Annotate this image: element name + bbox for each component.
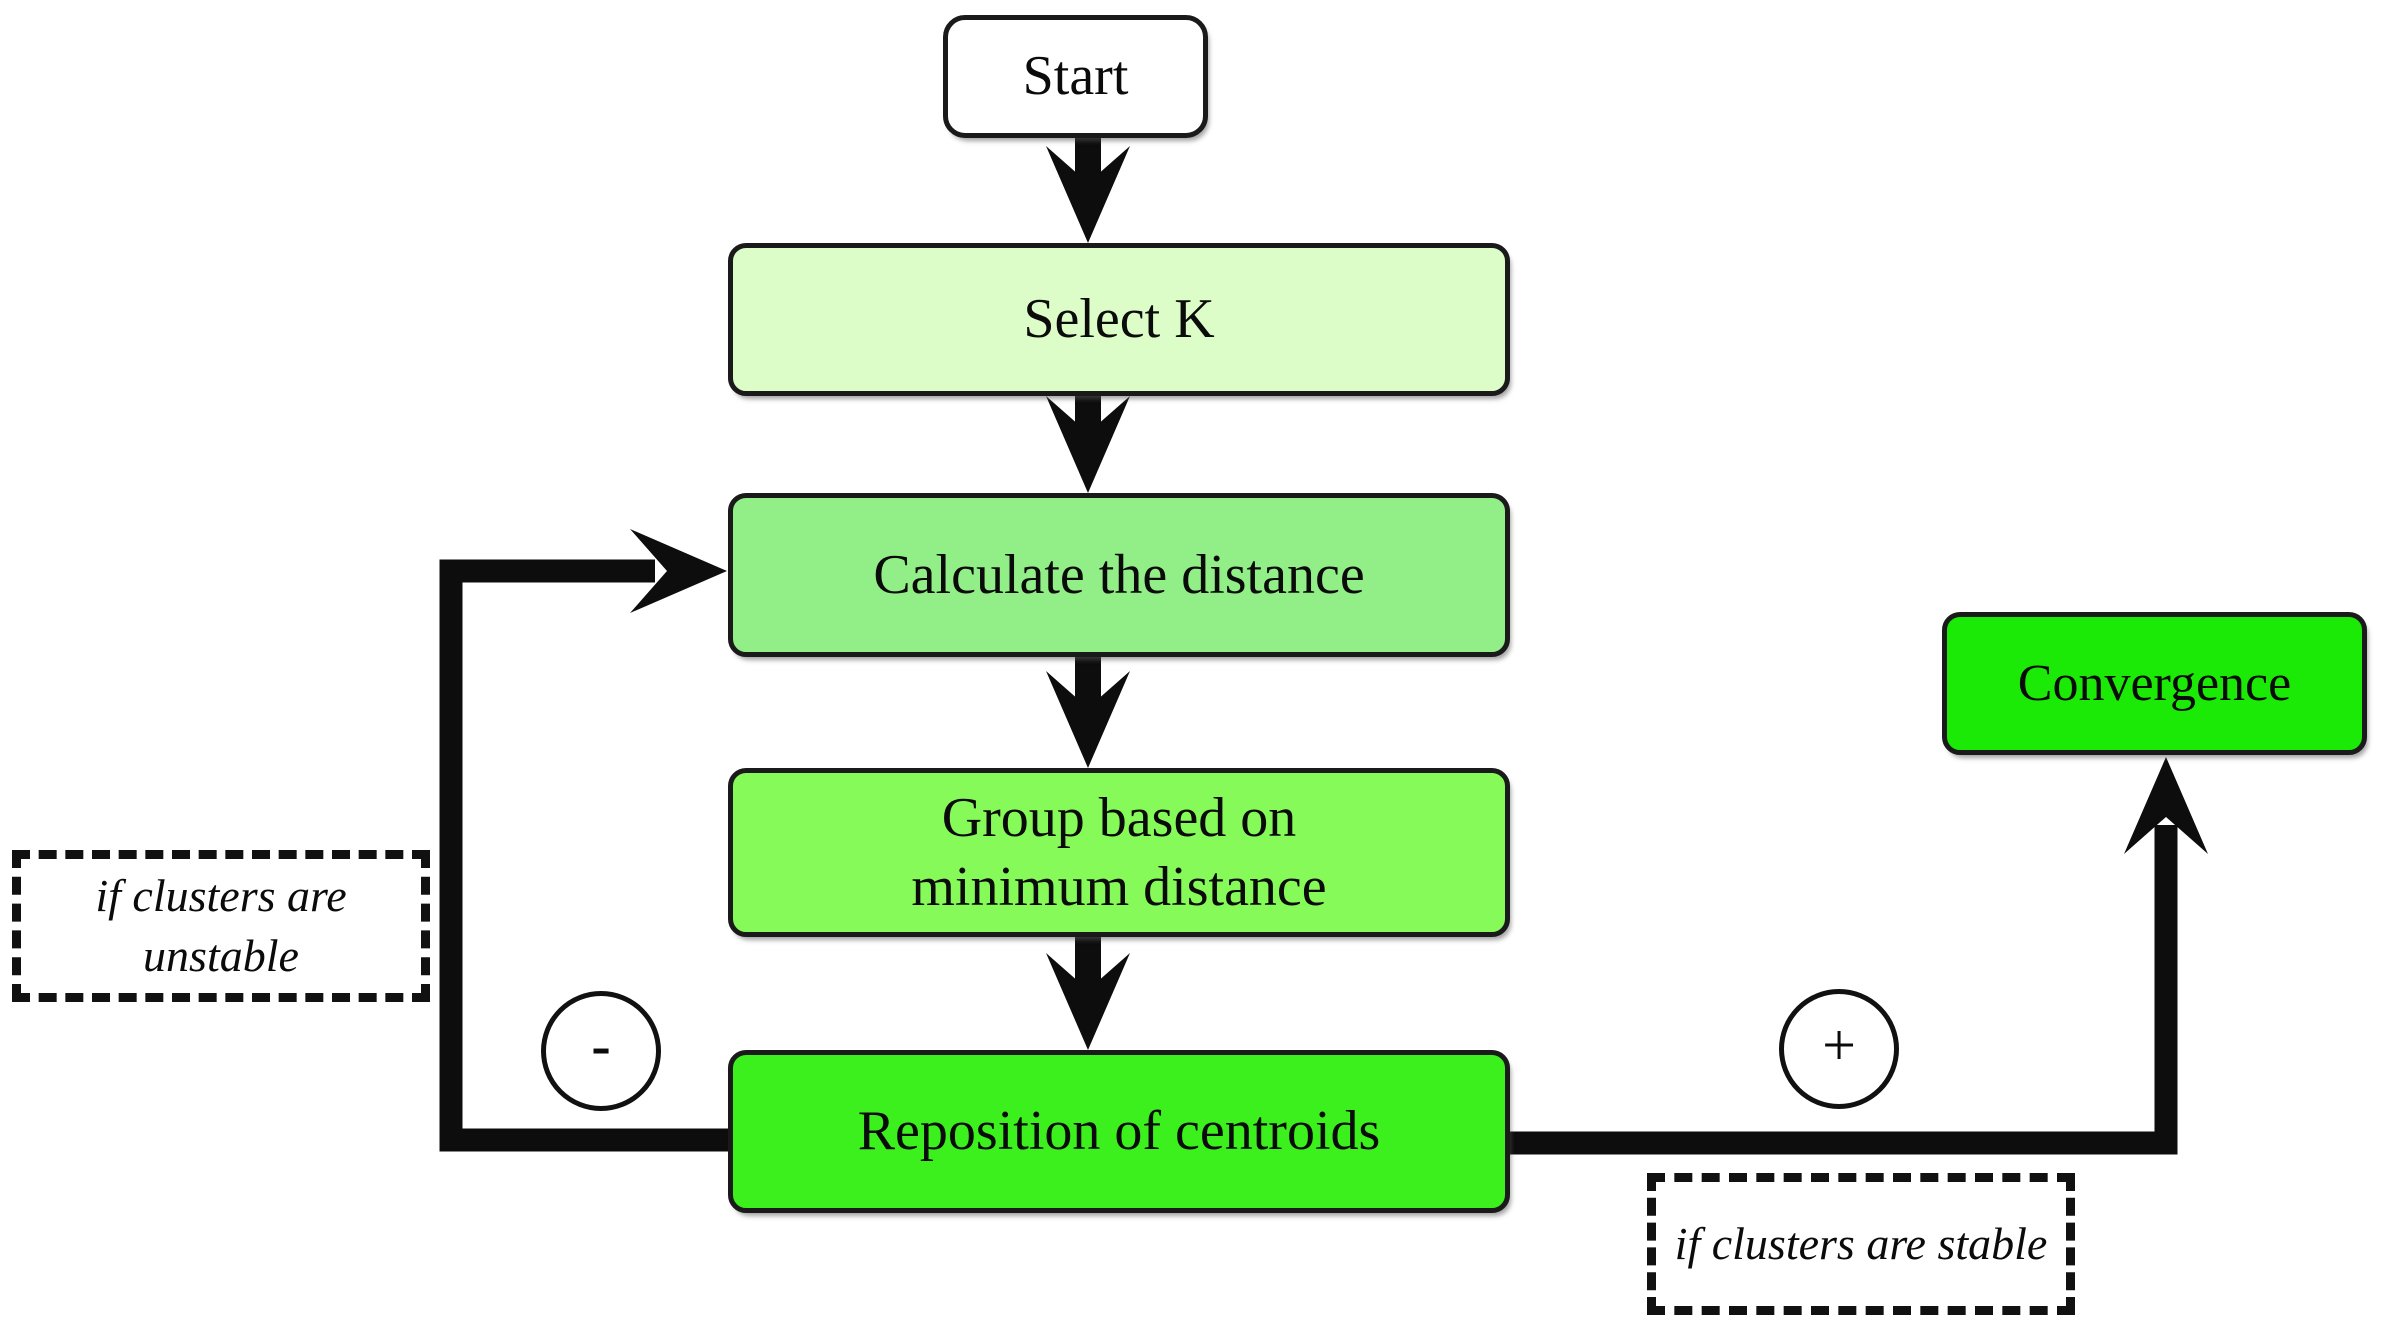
node-group-minimum-distance-label: Group based on minimum distance bbox=[911, 784, 1326, 921]
node-convergence-label: Convergence bbox=[2017, 654, 2292, 712]
unstable-line1: if clusters are bbox=[95, 870, 347, 922]
condition-note-stable-text: if clusters are stable bbox=[1674, 1218, 2048, 1270]
unstable-line2: unstable bbox=[143, 930, 299, 981]
node-calculate-distance-label: Calculate the distance bbox=[873, 543, 1365, 606]
plus-condition-icon: + bbox=[1779, 989, 1899, 1109]
node-start: Start bbox=[943, 15, 1208, 138]
arrow-calculate-to-group bbox=[1046, 655, 1130, 768]
arrow-select-k-to-calculate bbox=[1046, 394, 1130, 493]
arrow-start-to-select-k bbox=[1046, 134, 1130, 243]
node-start-label: Start bbox=[1022, 45, 1129, 108]
node-convergence: Convergence bbox=[1942, 612, 2367, 755]
minus-condition-icon: - bbox=[541, 991, 661, 1111]
node-select-k-label: Select K bbox=[1023, 288, 1215, 351]
minus-sign: - bbox=[591, 1012, 611, 1078]
plus-sign: + bbox=[1822, 1011, 1856, 1078]
condition-note-stable: if clusters are stable bbox=[1647, 1173, 2075, 1315]
node-reposition-centroids: Reposition of centroids bbox=[728, 1050, 1510, 1213]
node-group-minimum-distance: Group based on minimum distance bbox=[728, 768, 1510, 937]
arrow-group-to-reposition bbox=[1046, 935, 1130, 1050]
condition-note-unstable-text: if clusters are unstable bbox=[95, 866, 346, 986]
node-reposition-centroids-label: Reposition of centroids bbox=[857, 1100, 1381, 1163]
node-calculate-distance: Calculate the distance bbox=[728, 493, 1510, 657]
condition-note-unstable: if clusters are unstable bbox=[12, 850, 430, 1002]
arrow-loop-reposition-to-calculate bbox=[439, 529, 730, 1152]
node-select-k: Select K bbox=[728, 243, 1510, 396]
group-label-line2: minimum distance bbox=[911, 855, 1327, 918]
arrow-reposition-to-convergence bbox=[1506, 757, 2208, 1155]
group-label-line1: Group based on bbox=[941, 787, 1297, 850]
